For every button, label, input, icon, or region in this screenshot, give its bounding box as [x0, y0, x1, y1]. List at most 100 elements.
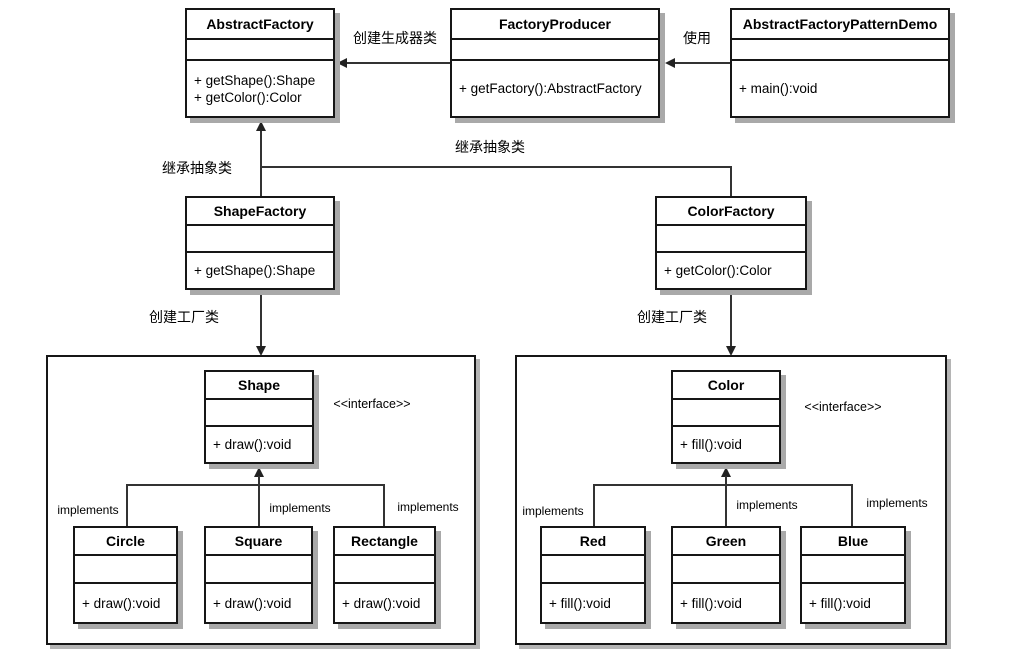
class-methods: + fill():void	[673, 584, 779, 622]
class-title: Square	[206, 528, 311, 556]
label-create-producer: 创建生成器类	[353, 30, 437, 46]
edge-square-to-shape	[258, 476, 260, 526]
class-title: FactoryProducer	[452, 10, 658, 40]
arrowhead-up-icon	[256, 121, 266, 131]
label-create-factory-left: 创建工厂类	[149, 309, 219, 325]
method-item: + getFactory():AbstractFactory	[459, 81, 642, 96]
method-item: + draw():void	[213, 595, 292, 611]
class-methods: + draw():void	[335, 584, 434, 622]
class-methods: + draw():void	[206, 584, 311, 622]
method-item: + draw():void	[213, 437, 292, 452]
class-methods: + fill():void	[542, 584, 644, 622]
class-box-rectangle: Rectangle + draw():void	[333, 526, 436, 624]
edge-colorfactory-stub	[730, 166, 732, 196]
edge-red-stub	[593, 484, 595, 526]
method-item: + getShape():Shape	[194, 263, 316, 278]
edge-blue-stub	[851, 484, 853, 526]
class-methods: + draw():void	[206, 427, 312, 462]
class-methods: + getFactory():AbstractFactory	[452, 61, 658, 116]
label-interface-color: <<interface>>	[804, 400, 882, 414]
edge-rectangle-stub	[383, 484, 385, 526]
class-methods: + getShape():Shape	[187, 253, 333, 288]
label-inherit-abstract-right: 继承抽象类	[455, 139, 525, 155]
label-implements-circle: implements	[57, 503, 119, 517]
edge-color-impl-horizontal	[593, 484, 853, 486]
edge-shapefactory-to-group	[260, 290, 262, 346]
arrowhead-down-icon	[256, 346, 266, 356]
label-implements-green: implements	[736, 498, 798, 512]
class-title: Blue	[802, 528, 904, 556]
edge-circle-stub	[126, 484, 128, 526]
arrowhead-left-icon	[665, 58, 675, 68]
class-title: ColorFactory	[657, 198, 805, 226]
method-item: + draw():void	[342, 595, 421, 611]
label-implements-blue: implements	[866, 496, 928, 510]
label-implements-square: implements	[269, 501, 331, 515]
method-item: + getColor():Color	[194, 89, 302, 105]
class-box-abstractfactory: AbstractFactory + getShape():Shape + get…	[185, 8, 335, 118]
edge-green-to-color	[725, 476, 727, 526]
class-title: Red	[542, 528, 644, 556]
class-methods: + getColor():Color	[657, 253, 805, 288]
arrowhead-left-icon	[337, 58, 347, 68]
class-fields	[542, 556, 644, 584]
class-fields	[187, 226, 333, 253]
class-fields	[335, 556, 434, 584]
arrowhead-down-icon	[726, 346, 736, 356]
class-box-shapefactory: ShapeFactory + getShape():Shape	[185, 196, 335, 290]
class-title: Shape	[206, 372, 312, 400]
class-methods: + main():void	[732, 61, 948, 116]
class-title: ShapeFactory	[187, 198, 333, 226]
edge-shape-impl-horizontal	[126, 484, 385, 486]
class-box-color-interface: Color + fill():void	[671, 370, 781, 464]
label-use: 使用	[683, 30, 711, 46]
method-item: + fill():void	[680, 437, 742, 452]
class-methods: + draw():void	[75, 584, 176, 622]
class-box-colorfactory: ColorFactory + getColor():Color	[655, 196, 807, 290]
label-implements-red: implements	[522, 504, 584, 518]
edge-factoryproducer-to-abstractfactory	[346, 62, 450, 64]
label-inherit-abstract-left: 继承抽象类	[162, 160, 232, 176]
class-fields	[206, 556, 311, 584]
class-fields	[673, 556, 779, 584]
label-implements-rectangle: implements	[397, 500, 459, 514]
class-title: Circle	[75, 528, 176, 556]
class-title: Rectangle	[335, 528, 434, 556]
edge-inherit-horizontal	[261, 166, 731, 168]
class-methods: + fill():void	[673, 427, 779, 462]
class-fields	[673, 400, 779, 427]
class-box-blue: Blue + fill():void	[800, 526, 906, 624]
method-item: + draw():void	[82, 595, 161, 611]
class-box-abstractfactorypatterndemo: AbstractFactoryPatternDemo + main():void	[730, 8, 950, 118]
class-fields	[452, 40, 658, 61]
edge-shapefactory-to-abstractfactory	[260, 130, 262, 196]
method-item: + fill():void	[680, 595, 742, 611]
label-create-factory-right: 创建工厂类	[637, 309, 707, 325]
class-fields	[187, 40, 333, 61]
class-fields	[802, 556, 904, 584]
class-methods: + getShape():Shape + getColor():Color	[187, 61, 333, 116]
class-title: AbstractFactoryPatternDemo	[732, 10, 948, 40]
method-item: + getColor():Color	[664, 263, 772, 278]
class-title: Green	[673, 528, 779, 556]
class-fields	[657, 226, 805, 253]
class-box-red: Red + fill():void	[540, 526, 646, 624]
class-box-circle: Circle + draw():void	[73, 526, 178, 624]
method-item: + fill():void	[549, 595, 611, 611]
class-box-green: Green + fill():void	[671, 526, 781, 624]
class-fields	[732, 40, 948, 61]
class-fields	[75, 556, 176, 584]
method-item: + main():void	[739, 81, 818, 96]
class-title: Color	[673, 372, 779, 400]
label-interface-shape: <<interface>>	[333, 397, 411, 411]
class-title: AbstractFactory	[187, 10, 333, 40]
class-box-shape-interface: Shape + draw():void	[204, 370, 314, 464]
class-fields	[206, 400, 312, 427]
group-shape-implementations	[46, 355, 476, 645]
class-box-factoryproducer: FactoryProducer + getFactory():AbstractF…	[450, 8, 660, 118]
arrowhead-up-icon	[721, 467, 731, 477]
edge-demo-to-factoryproducer	[674, 62, 730, 64]
group-color-implementations	[515, 355, 947, 645]
method-item: + fill():void	[809, 595, 871, 611]
